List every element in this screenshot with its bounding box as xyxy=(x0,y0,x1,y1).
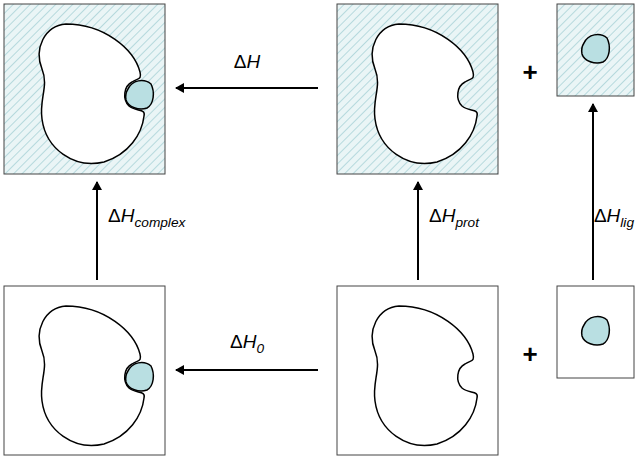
solvent-panel xyxy=(4,4,165,174)
solvent-panel xyxy=(337,4,498,174)
enthalpy-label: ΔH xyxy=(234,52,260,73)
arrow xyxy=(176,369,318,371)
vacuum-panel xyxy=(337,286,498,455)
arrow xyxy=(96,182,98,280)
enthalpy-label: ΔHlig xyxy=(594,206,634,230)
protein-figure xyxy=(372,24,477,163)
protein-figure xyxy=(372,306,477,445)
arrow xyxy=(176,87,318,89)
ligand-figure xyxy=(582,35,610,63)
arrow xyxy=(592,104,594,280)
plus-sign: + xyxy=(522,340,537,369)
arrow xyxy=(417,182,419,280)
complex-figure xyxy=(39,306,153,445)
vacuum-panel xyxy=(557,286,634,378)
complex-figure xyxy=(39,24,153,163)
enthalpy-label: ΔHprot xyxy=(429,206,479,230)
plus-sign: + xyxy=(522,58,537,87)
solvent-panel xyxy=(557,4,634,96)
ligand-figure xyxy=(582,317,610,345)
enthalpy-label: ΔHcomplex xyxy=(108,206,185,230)
vacuum-panel xyxy=(4,286,165,455)
enthalpy-label: ΔH0 xyxy=(230,332,264,356)
